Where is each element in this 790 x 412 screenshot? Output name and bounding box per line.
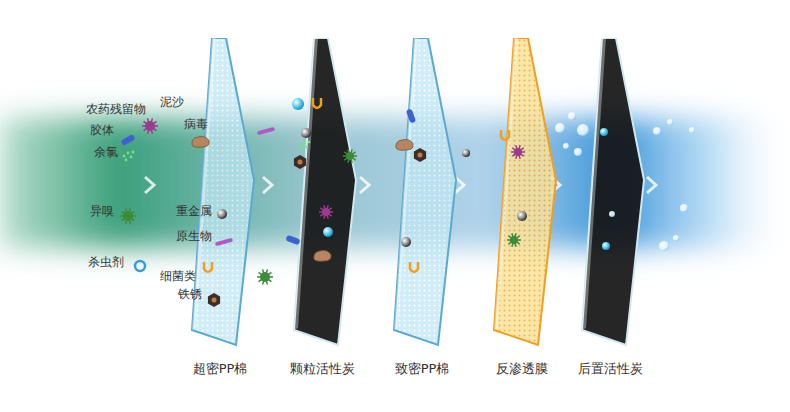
bubble-icon — [577, 124, 589, 136]
contaminant-label: 胶体 — [90, 124, 114, 137]
bubble-icon — [689, 127, 695, 133]
bubble-icon — [659, 241, 669, 251]
flow-chevron — [145, 177, 154, 193]
contaminant-label: 铁锈 — [178, 288, 202, 301]
contaminant-label: 泥沙 — [160, 96, 184, 109]
filter-panel-shape — [560, 38, 660, 388]
virus-icon — [142, 118, 158, 133]
contaminant-label: 异嗅 — [90, 205, 114, 218]
chlorine-icon — [123, 151, 135, 162]
rust-icon — [208, 293, 220, 307]
panel-edge-highlight — [494, 38, 518, 330]
colloid-icon — [120, 134, 135, 146]
flow-band — [0, 118, 790, 248]
pesticide-icon — [135, 261, 145, 271]
protozoa-icon — [215, 238, 233, 247]
panel-edge-highlight — [294, 38, 318, 330]
contaminant-label: 病毒 — [184, 118, 208, 131]
metal-ball-icon — [217, 209, 227, 219]
virus-icon — [257, 269, 273, 284]
bubble-icon — [563, 143, 569, 149]
panel-edge-highlight — [394, 38, 418, 330]
rust-icon — [294, 155, 306, 169]
metal-ball-icon — [462, 149, 470, 157]
virus-icon — [507, 233, 521, 246]
bubble-icon — [653, 127, 661, 135]
virus-icon — [319, 205, 333, 218]
bubble-icon — [574, 148, 582, 156]
cyan-ball-icon — [323, 227, 333, 237]
bubble-icon — [555, 123, 565, 133]
bubble-icon — [609, 211, 615, 217]
bacteria-icon — [501, 130, 509, 140]
virus-icon — [511, 145, 525, 158]
filter-panel-shape — [372, 38, 472, 388]
sand-icon — [192, 137, 209, 148]
flow-chevron — [647, 177, 656, 193]
cyan-ball-icon — [600, 128, 608, 136]
layer-name: 致密PP棉 — [372, 360, 472, 378]
filter-panel — [582, 38, 644, 345]
virus-icon — [120, 208, 136, 223]
filter-panel-shape — [472, 38, 572, 388]
metal-ball-icon — [517, 211, 527, 221]
layer-name: 超密PP棉 — [170, 360, 270, 378]
bacteria-icon — [204, 262, 212, 272]
panel-edge-highlight — [582, 38, 606, 330]
contaminant-label: 细菌类 — [160, 270, 196, 283]
contaminant-label: 农药残留物 — [86, 103, 146, 116]
virus-icon — [343, 149, 357, 162]
layer-name: 颗粒活性炭 — [272, 360, 372, 378]
colloid-icon — [406, 108, 416, 123]
metal-ball-icon — [301, 128, 311, 138]
filter-layer: 反渗透膜 — [472, 38, 572, 388]
contaminant-label: 余氯 — [94, 146, 118, 159]
contaminant-label: 原生物 — [176, 230, 212, 243]
flow-chevron — [360, 177, 369, 193]
cyan-ball-icon — [602, 242, 610, 250]
bubble-icon — [568, 112, 576, 120]
contaminant-label: 重金属 — [176, 205, 212, 218]
filter-panel — [394, 38, 456, 345]
bacteria-icon — [313, 98, 321, 108]
layer-name: 后置活性炭 — [560, 360, 660, 378]
filter-panel — [294, 38, 356, 345]
panel-edge-highlight — [192, 38, 216, 330]
bubble-icon — [673, 235, 679, 241]
cyan-ball-icon — [292, 98, 304, 110]
contaminant-label: 杀虫剂 — [88, 256, 124, 269]
colloid-icon — [285, 235, 300, 245]
rust-icon — [414, 148, 426, 162]
bubble-icon — [667, 119, 673, 125]
bacteria-icon — [410, 262, 418, 272]
sand-icon — [314, 251, 331, 262]
filter-panel-shape — [272, 38, 372, 388]
filter-layer: 后置活性炭 — [560, 38, 660, 388]
protozoa-icon — [257, 127, 275, 136]
filter-layer: 颗粒活性炭 — [272, 38, 372, 388]
layer-name: 反渗透膜 — [472, 360, 572, 378]
filter-layer: 致密PP棉 — [372, 38, 472, 388]
sand-icon — [396, 140, 413, 151]
chlorine-icon — [299, 141, 311, 152]
filter-panel — [494, 38, 556, 345]
metal-ball-icon — [401, 237, 411, 247]
bubble-icon — [680, 204, 688, 212]
flow-chevron — [263, 177, 272, 193]
